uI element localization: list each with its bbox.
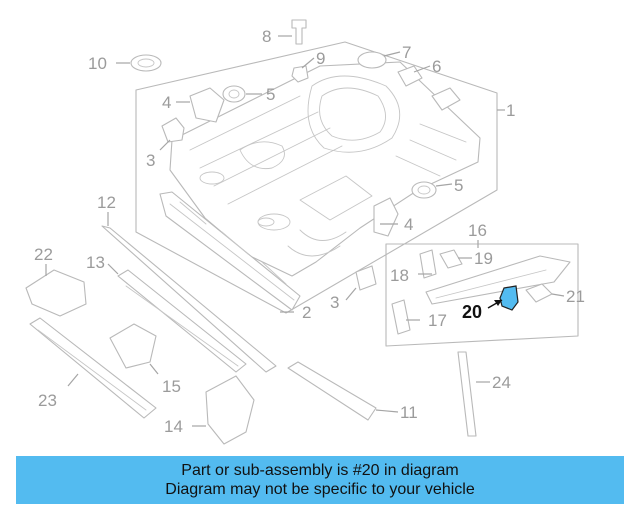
- bracket-part-14: [205, 375, 255, 445]
- stud-part-8: [291, 19, 307, 45]
- callout-5-lower: 5: [454, 176, 463, 195]
- rail-part-23: [29, 317, 157, 419]
- bracket-part-3a: [161, 117, 185, 143]
- callout-3-upper: 3: [146, 151, 155, 170]
- callout-11: 11: [400, 403, 418, 422]
- bracket-part-4a: [189, 87, 225, 123]
- bracket-part-15: [109, 323, 157, 369]
- highlighted-part-20: [499, 285, 519, 311]
- bar-part-12: [101, 225, 277, 373]
- bracket-part-3b: [355, 265, 377, 291]
- callout-12: 12: [97, 193, 116, 212]
- banner-line-2: Diagram may not be specific to your vehi…: [165, 481, 475, 498]
- callout-24: 24: [492, 373, 511, 392]
- callout-3-lower: 3: [330, 293, 339, 312]
- bracket-part-22: [25, 269, 87, 317]
- cap-part-7: [357, 51, 387, 69]
- callout-19: 19: [474, 249, 493, 268]
- bracket-part-4b: [373, 197, 399, 237]
- callout-6: 6: [432, 57, 441, 76]
- callout-21: 21: [566, 287, 585, 306]
- rail-part-13: [117, 269, 247, 373]
- leader-lines: [45, 35, 565, 427]
- callout-14: 14: [164, 417, 183, 436]
- callout-22: 22: [34, 245, 53, 264]
- subassembly-box-16: [385, 243, 579, 347]
- callout-20: 20: [462, 302, 482, 322]
- floor-pan-part: [169, 61, 481, 277]
- callout-1: 1: [506, 101, 515, 120]
- callout-8: 8: [262, 27, 271, 46]
- callout-9: 9: [316, 49, 325, 68]
- assembly-outline-1: [135, 41, 498, 314]
- info-banner: Part or sub-assembly is #20 in diagram D…: [16, 456, 624, 504]
- rail-part-11: [287, 361, 377, 421]
- callout-13: 13: [86, 253, 105, 272]
- callout-10: 10: [88, 54, 107, 73]
- plate-part-17: [391, 299, 411, 335]
- bracket-part-18: [419, 249, 437, 279]
- callout-2: 2: [302, 303, 311, 322]
- clip-part-6b: [431, 87, 461, 111]
- callout-17: 17: [428, 311, 447, 330]
- callout-4-upper: 4: [162, 93, 171, 112]
- banner-line-1: Part or sub-assembly is #20 in diagram: [181, 462, 459, 479]
- bracket-part-19: [439, 249, 463, 269]
- bar-part-24: [457, 351, 477, 437]
- plug-part-5b: [411, 181, 437, 199]
- callout-15: 15: [162, 377, 181, 396]
- callout-16: 16: [468, 221, 487, 240]
- callout-7: 7: [402, 43, 411, 62]
- callout-18: 18: [390, 266, 409, 285]
- callout-4-lower: 4: [404, 215, 413, 234]
- callout-23: 23: [38, 391, 57, 410]
- plug-part-5a: [222, 85, 246, 103]
- callout-5-upper: 5: [266, 85, 275, 104]
- grommet-part-10: [130, 54, 162, 72]
- rail-subassembly: [425, 255, 571, 305]
- crossmember-part-2: [159, 191, 301, 311]
